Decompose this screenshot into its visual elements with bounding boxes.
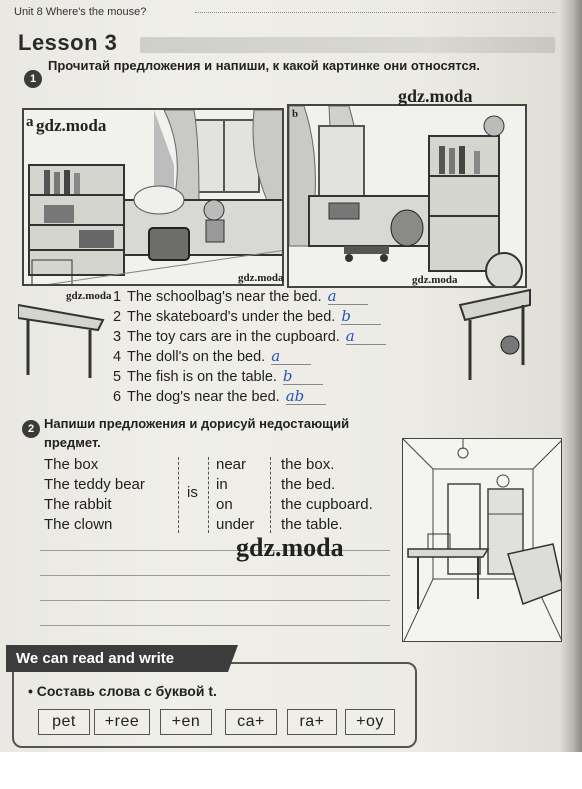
word-box-1[interactable]: pet [38,709,90,735]
writing-line[interactable] [40,550,390,551]
bottom-margin [0,752,582,789]
read-write-banner: We can read and write [6,645,238,672]
picture-b [287,104,527,288]
subjects-column: The box The teddy bear The rabbit The cl… [44,456,145,533]
table-separator [208,457,209,533]
watermark: gdz.moda [66,290,112,302]
read-write-box [12,662,417,748]
workbook-page: Unit 8 Where's the mouse? Lesson 3 1 Про… [0,0,582,752]
watermark: gdz.moda [236,533,344,562]
answer-6[interactable]: ab [285,388,326,405]
answer-3[interactable]: a [345,328,386,345]
picture-a-label: a [26,114,34,130]
answer-1[interactable]: a [327,288,368,305]
picture-b-drawing [289,106,525,286]
page-spine-shadow [560,0,582,752]
picture-a [22,108,284,286]
task-2-number: 2 [22,420,40,438]
word-box-2[interactable]: +ree [94,709,150,735]
table-separator [270,457,271,533]
desk-drawing [18,303,105,378]
word-box-6[interactable]: +oy [345,709,395,735]
table-drawing [458,288,531,380]
room-drawing [403,439,561,641]
word-box-3[interactable]: +en [160,709,212,735]
objects-column: the box. the bed. the cupboard. the tabl… [281,456,373,533]
answer-4[interactable]: a [271,348,312,365]
picture-a-drawing [24,110,282,284]
lesson-bar [140,37,555,53]
task-2-instruction: Напиши предложения и дорисуй недостающий… [44,416,350,450]
lesson-title: Lesson 3 [18,30,118,55]
header-rule [195,12,555,18]
writing-line[interactable] [40,575,390,576]
verb-column: is [187,484,198,501]
unit-header: Unit 8 Where's the mouse? [14,6,147,18]
word-box-4[interactable]: ca+ [225,709,277,735]
table-separator [178,457,179,533]
writing-line[interactable] [40,625,390,626]
watermark: gdz.moda [238,272,284,284]
answer-5[interactable]: b [282,368,323,385]
picture-b-label: b [292,108,299,120]
watermark: gdz.moda [412,274,458,286]
watermark: gdz.moda [36,116,107,135]
word-box-5[interactable]: ra+ [287,709,337,735]
watermark: gdz.moda [398,86,473,106]
writing-line[interactable] [40,600,390,601]
room-picture [402,438,562,642]
task-1-number: 1 [24,70,42,88]
answer-2[interactable]: b [341,308,382,325]
prepositions-column: near in on under [216,456,255,533]
read-write-instruction: • Составь слова с буквой t. [28,683,217,699]
task-1-instruction: Прочитай предложения и напиши, к какой к… [48,58,480,73]
